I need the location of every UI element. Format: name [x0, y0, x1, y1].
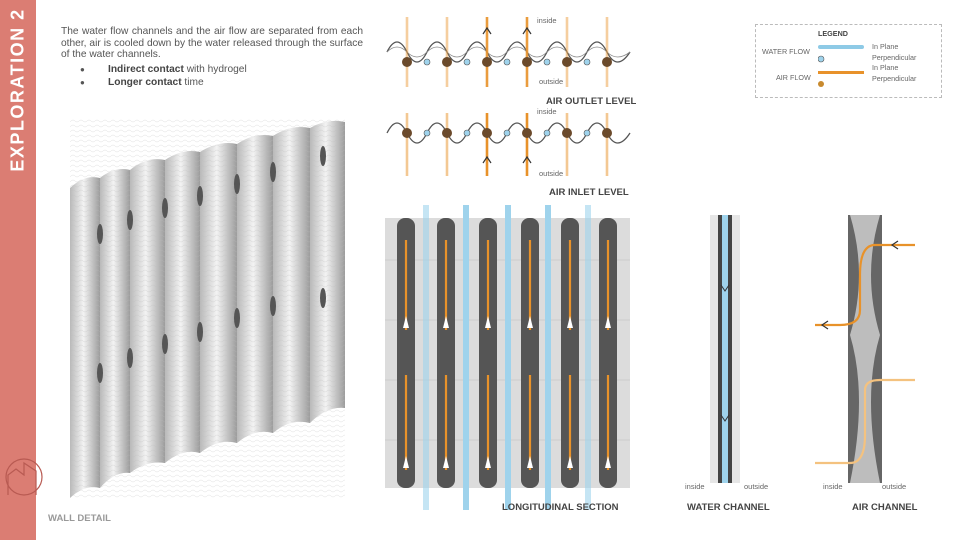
outside-label: outside: [744, 482, 769, 491]
air-outlet-diagram: [386, 17, 631, 87]
legend-title: LEGEND: [818, 29, 848, 38]
air-inlet-diagram: [386, 113, 631, 176]
legend-water-flow: WATER FLOW: [762, 47, 810, 56]
legend-in-plane: In Plane: [872, 42, 899, 51]
legend-air-flow: AIR FLOW: [776, 73, 811, 82]
wall-render: [70, 118, 345, 498]
bullet-bold: Indirect contact: [108, 64, 184, 75]
air-channel-label: AIR CHANNEL: [852, 502, 918, 513]
inside-label: inside: [823, 482, 843, 491]
legend-perpendicular: Perpendicular: [872, 74, 917, 83]
longitudinal-section-label: LONGITUDINAL SECTION: [502, 502, 619, 513]
water-channel-diagram: [710, 215, 740, 483]
legend-perpendicular: Perpendicular: [872, 53, 917, 62]
bullet-bold: Longer contact: [108, 77, 182, 88]
outside-label: outside: [539, 169, 564, 178]
bullet-rest: time: [181, 77, 204, 88]
outside-label: outside: [882, 482, 907, 491]
air-channel-diagram: [815, 215, 915, 483]
inside-label: inside: [537, 16, 557, 25]
wall-detail-label: WALL DETAIL: [48, 513, 111, 524]
side-band: [0, 0, 36, 540]
longitudinal-section-diagram: [385, 205, 630, 510]
bullet-item: Longer contact time: [80, 76, 247, 89]
legend: LEGEND WATER FLOW AIR FLOW In Plane Perp…: [755, 24, 942, 98]
air-outlet-label: AIR OUTLET LEVEL: [546, 96, 637, 107]
inside-label: inside: [537, 107, 557, 116]
legend-swatches: [818, 45, 864, 87]
intro-text: The water flow channels and the air flow…: [61, 26, 363, 61]
bullet-rest: with hydrogel: [183, 64, 247, 75]
wall-ridges: [70, 118, 345, 498]
legend-in-plane: In Plane: [872, 63, 899, 72]
logo-icon: [5, 458, 43, 496]
inside-label: inside: [685, 482, 705, 491]
exploration-title: EXPLORATION 2: [7, 8, 28, 172]
bullet-item: Indirect contact with hydrogel: [80, 63, 247, 76]
feature-list: Indirect contact with hydrogel Longer co…: [80, 63, 247, 89]
air-inlet-label: AIR INLET LEVEL: [549, 187, 629, 198]
outside-label: outside: [539, 77, 564, 86]
water-channel-label: WATER CHANNEL: [687, 502, 770, 513]
